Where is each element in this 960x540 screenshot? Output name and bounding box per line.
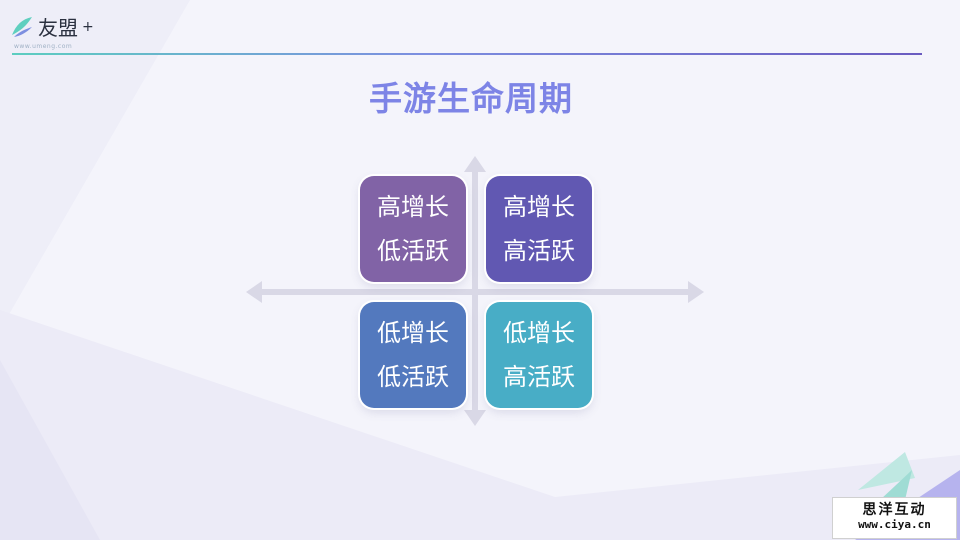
watermark-url: www.ciya.cn (858, 518, 931, 531)
quadrant-high-growth-high-activity: 高增长 高活跃 (486, 176, 592, 282)
watermark-badge: 思洋互动 www.ciya.cn (832, 497, 957, 539)
brand-name: 友盟 (38, 16, 78, 40)
axis-arrow-right-icon (688, 281, 704, 303)
quadrant-line2: 高活跃 (503, 237, 575, 265)
brand-plus: + (82, 18, 94, 35)
brand-tagline: www.umeng.com (14, 43, 73, 50)
watermark-name: 思洋互动 (862, 502, 927, 518)
quadrant-line1: 低增长 (377, 319, 449, 347)
quadrant-high-growth-low-activity: 高增长 低活跃 (360, 176, 466, 282)
axis-arrow-down-icon (464, 410, 486, 426)
quadrant-low-growth-low-activity: 低增长 低活跃 (360, 302, 466, 408)
header-divider (12, 53, 922, 55)
quadrant-line1: 高增长 (377, 193, 449, 221)
page-title: 手游生命周期 (369, 79, 573, 118)
quadrant-low-growth-high-activity: 低增长 高活跃 (486, 302, 592, 408)
brand-logo: 友盟 + (10, 12, 94, 41)
quadrant-line2: 低活跃 (377, 363, 449, 391)
quadrant-line1: 高增长 (503, 193, 575, 221)
axis-arrow-up-icon (464, 156, 486, 172)
leaf-logo-icon (12, 16, 32, 37)
quadrant-line2: 高活跃 (503, 363, 575, 391)
quadrant-line1: 低增长 (503, 319, 575, 347)
quadrant-line2: 低活跃 (377, 237, 449, 265)
axis-arrow-left-icon (246, 281, 262, 303)
